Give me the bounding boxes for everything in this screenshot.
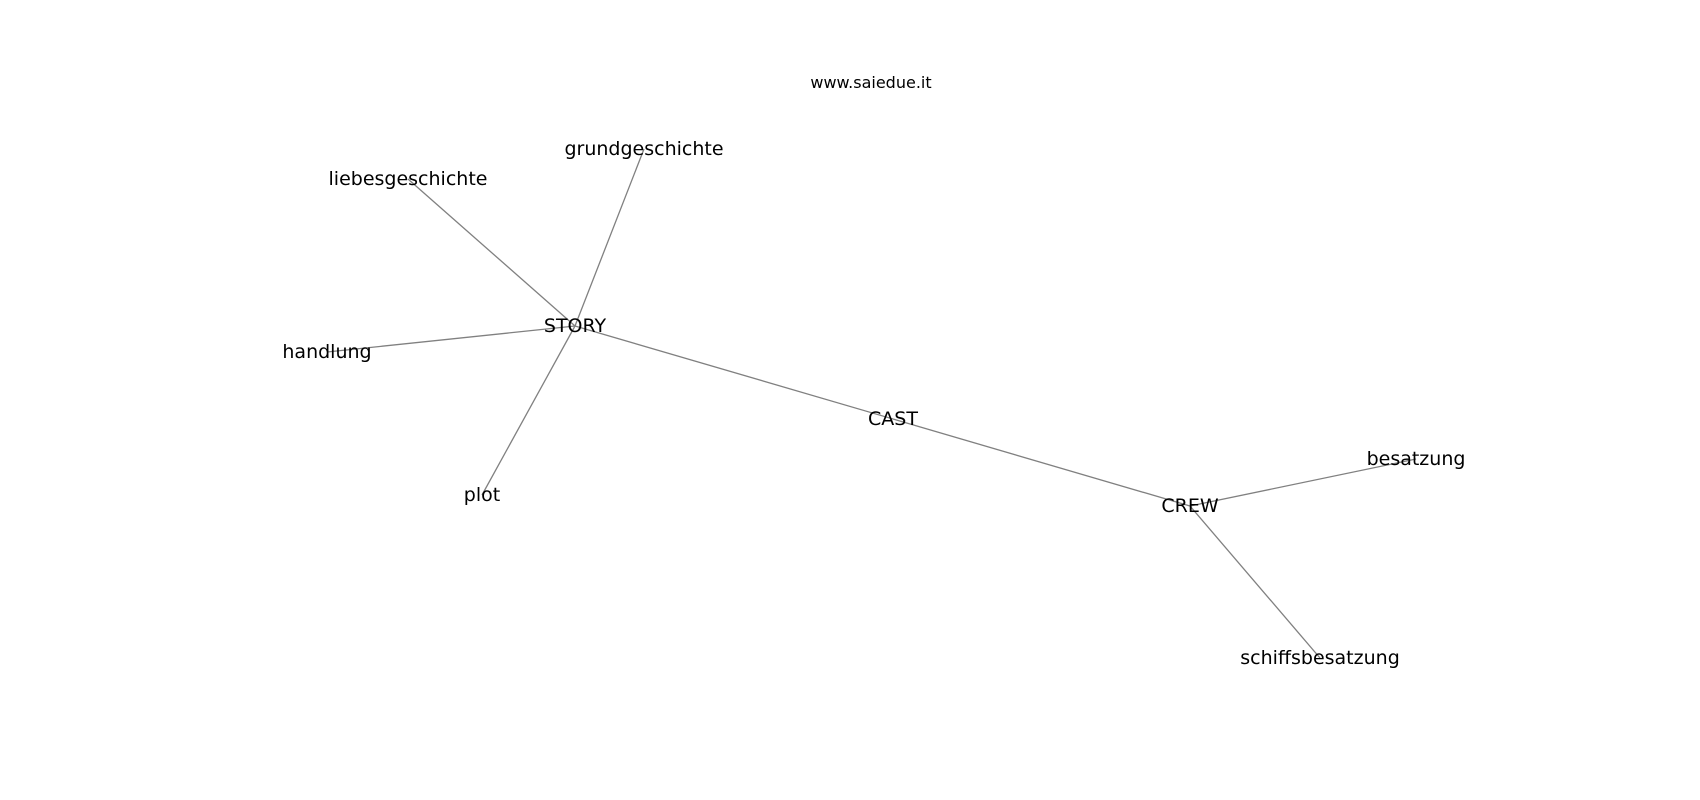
node-crew: CREW [1161, 495, 1218, 517]
node-besatzung: besatzung [1367, 448, 1466, 470]
edge-cast-crew [892, 418, 1191, 507]
nodes-group: STORY CAST CREW liebesgeschichte grundgeschi… [282, 138, 1465, 669]
edge-story-handlung [326, 325, 576, 353]
node-story: STORY [544, 315, 607, 337]
edge-crew-besatzung [1189, 458, 1417, 507]
edge-crew-schiffsbesatzung [1189, 505, 1321, 659]
node-cast: CAST [868, 408, 918, 430]
node-handlung: handlung [282, 341, 371, 363]
edges-group [326, 148, 1417, 659]
node-plot: plot [464, 484, 500, 506]
node-liebesgeschichte: liebesgeschichte [329, 168, 488, 190]
watermark-text: www.saiedue.it [810, 73, 931, 92]
node-schiffsbesatzung: schiffsbesatzung [1240, 647, 1400, 669]
edge-story-plot [481, 325, 576, 496]
edge-story-grundgeschichte [574, 148, 645, 327]
edge-story-liebesgeschichte [407, 178, 576, 327]
node-grundgeschichte: grundgeschichte [564, 138, 723, 160]
edge-story-cast [574, 325, 894, 420]
